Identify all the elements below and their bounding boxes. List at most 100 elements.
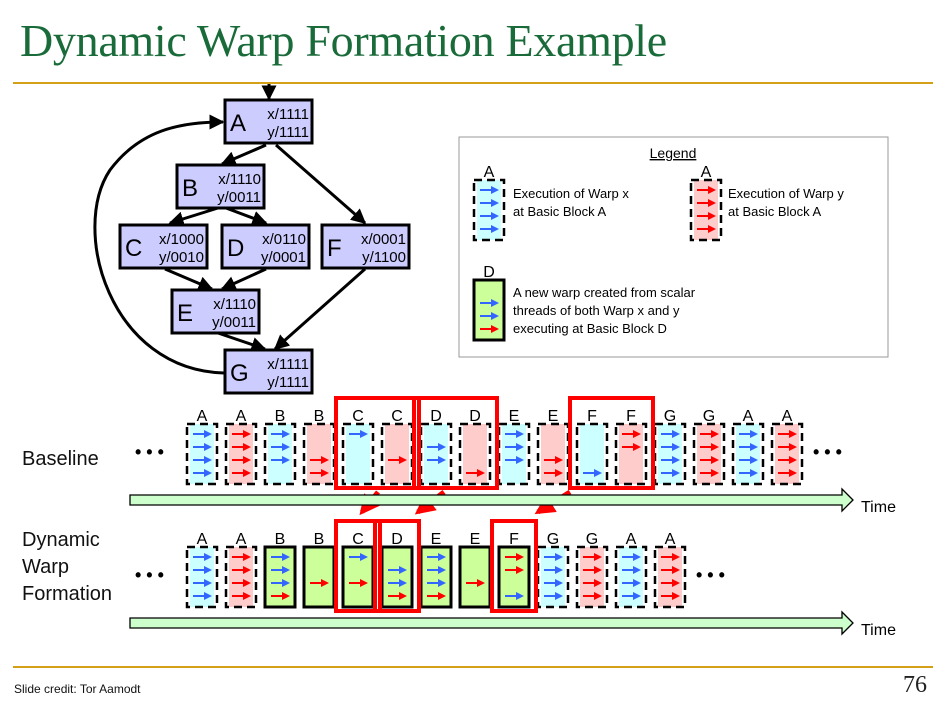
thread-arrow-blue-icon [661,430,680,438]
thread-arrow-red-icon [466,469,485,477]
cfg-node-x-mask: x/1000 [159,231,204,248]
warp-block-label: E [548,408,559,425]
thread-arrow-red-icon [232,579,251,587]
warp-block-label: C [352,408,364,425]
row-ellipsis-right: • • • [813,442,842,462]
thread-arrow-blue-icon [480,199,499,207]
legend-x-line2: at Basic Block A [513,204,607,219]
thread-arrow-blue-icon [505,456,524,464]
thread-arrow-blue-icon [193,469,212,477]
thread-arrow-red-icon [583,566,602,574]
thread-arrow-blue-icon [388,566,407,574]
legend-warp-y: A [689,164,723,242]
cfg-node-box [320,223,411,270]
page-number: 76 [903,672,927,698]
thread-arrow-blue-icon [193,443,212,451]
cfg-node-x-mask: x/0001 [361,231,406,248]
edge-c-e [164,267,214,291]
edge-e-g [217,331,267,352]
warp-block-label: A [197,408,208,425]
thread-arrow-blue-icon [739,469,758,477]
footer-credit: Slide credit: Tor Aamodt [14,682,141,696]
legend-new-warp: D [472,264,506,342]
cfg-node-box [118,223,209,270]
thread-arrow-red-icon [232,456,251,464]
edge-b-c [168,206,219,227]
warp-y-box [541,424,565,484]
row-ellipsis-right: • • • [696,565,725,585]
warp-slot-x: C [341,408,375,486]
highlight-box [334,519,382,613]
legend-frame [458,136,889,358]
warp-slot-y: G [692,408,726,486]
warp-slot-dwf: E [419,531,453,609]
warp-block-label: E [470,531,481,548]
warp-slot-x: A [731,408,765,486]
warp-block-label: G [703,408,715,425]
warp-slot-x: D [419,408,453,486]
dwf-label-line1: Dynamic [22,529,100,551]
edge-f-g [273,267,366,351]
legend-title: Legend [650,145,697,161]
thread-arrow-blue-icon [505,430,524,438]
thread-arrow-red-icon [700,456,719,464]
warp-slot-dwf: F [497,531,531,609]
warp-block-label: A [665,531,676,548]
warp-box-outline [472,178,506,242]
warp-block-label: B [275,531,286,548]
legend-y-line1: Execution of Warp y [728,186,844,201]
warp-box-outline [224,422,258,486]
thread-arrow-blue-icon [480,186,499,194]
warp-slot-x: E [497,408,531,486]
thread-arrow-blue-icon [622,592,641,600]
warp-box-outline [185,545,219,609]
cfg-node-label: C [125,235,142,262]
thread-arrow-red-icon [232,443,251,451]
warp-block-label: D [469,408,481,425]
thread-arrow-blue-icon [480,212,499,220]
thread-arrow-red-icon [232,469,251,477]
thread-arrow-red-icon [505,553,524,561]
warp-block-label: A [782,408,793,425]
warp-slot-y: C [380,408,414,486]
warp-block-label: F [587,408,597,425]
time-label-dwf: Time [861,622,896,639]
warp-block-label: C [352,531,364,548]
dwf-label-line2: Warp [22,556,70,578]
thread-arrow-blue-icon [739,443,758,451]
warp-slot-y: D [458,408,492,486]
warp-box-outline [614,545,648,609]
thread-arrow-red-icon [310,469,329,477]
thread-arrow-red-icon [544,456,563,464]
thread-arrow-red-icon [271,592,290,600]
thread-arrow-red-icon [310,456,329,464]
warp-block-label: A [701,164,712,181]
title-rule [13,82,933,84]
thread-arrow-blue-icon [427,579,446,587]
warp-block-label: B [314,531,325,548]
legend-warp-x: A [472,164,506,242]
thread-arrow-blue-icon [427,566,446,574]
cfg-node-y-mask: y/1100 [362,249,406,266]
warp-box-outline [653,545,687,609]
slide-title: Dynamic Warp Formation Example [20,15,667,66]
thread-arrow-blue-icon [544,566,563,574]
warp-box-outline [224,545,258,609]
warp-block-label: G [664,408,676,425]
cfg-node-x-mask: x/1111 [267,106,309,123]
thread-arrow-red-icon [388,456,407,464]
thread-arrow-red-icon [583,579,602,587]
warp-block-label: A [236,408,247,425]
thread-arrow-blue-icon [271,566,290,574]
warp-slot-x: A [472,164,506,242]
warp-block-label: A [197,531,208,548]
thread-arrow-blue-icon [271,456,290,464]
legend-y-line2: at Basic Block A [728,204,822,219]
thread-arrow-blue-icon [505,592,524,600]
thread-arrow-blue-icon [388,579,407,587]
